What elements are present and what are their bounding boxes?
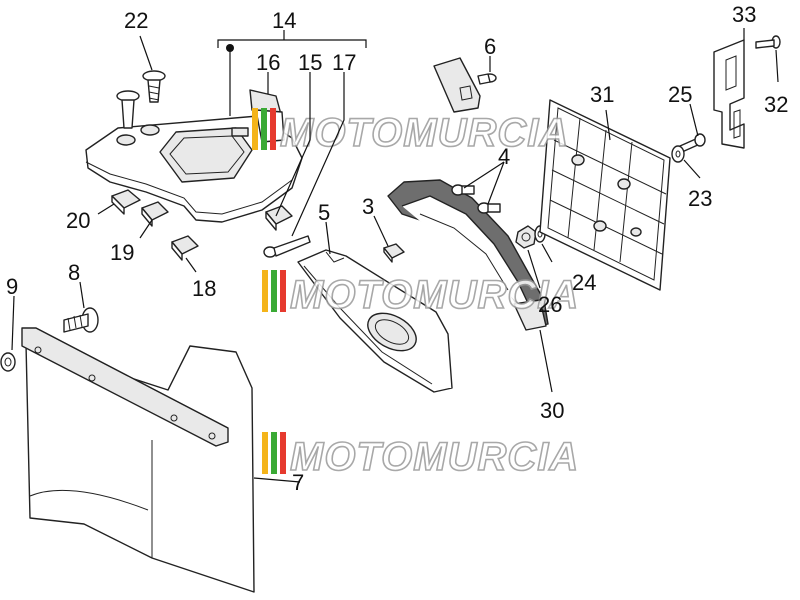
callout-25: 25 (668, 82, 692, 107)
callout-5: 5 (318, 200, 330, 225)
callout-30: 30 (540, 398, 564, 423)
callout-4: 4 (498, 144, 510, 169)
part-23-washer (671, 145, 685, 163)
leader-lines (11, 28, 779, 483)
callout-18: 18 (192, 276, 216, 301)
callout-24: 24 (572, 270, 596, 295)
callout-7: 7 (292, 470, 304, 495)
part-17-pin (263, 235, 311, 258)
callout-14: 14 (272, 8, 296, 33)
watermark-text: MOTOMURCIA (290, 273, 579, 317)
part-6-reflector (433, 57, 497, 113)
callout-19: 19 (110, 240, 134, 265)
part-22-screws (116, 70, 166, 129)
part-19-clip-nut (141, 201, 169, 227)
callout-15: 15 (298, 50, 322, 75)
watermark-text: MOTOMURCIA (290, 435, 579, 479)
callout-6: 6 (484, 34, 496, 59)
callout-33: 33 (732, 2, 756, 27)
callout-labels: 22 14 16 15 17 6 33 31 25 32 4 23 20 19 … (6, 2, 788, 495)
part-26-nut (515, 225, 537, 249)
part-33-bracket (713, 39, 745, 149)
callout-3: 3 (362, 194, 374, 219)
part-18-clip-nut (171, 235, 199, 261)
watermark-text: MOTOMURCIA (280, 111, 569, 155)
callout-20: 20 (66, 208, 90, 233)
part-4-bolts (451, 184, 501, 214)
part-15-clip-nut (265, 205, 293, 231)
part-14-carrier-tray (85, 115, 303, 223)
callout-26: 26 (538, 292, 562, 317)
callout-17: 17 (332, 50, 356, 75)
part-20-clip-nut (111, 189, 141, 215)
watermark: MOTOMURCIA MOTOMURCIA MOTOMURCIA (252, 108, 579, 480)
callout-31: 31 (590, 82, 614, 107)
callout-32: 32 (764, 92, 788, 117)
part-5-housing (297, 249, 453, 393)
callout-8: 8 (68, 260, 80, 285)
part-7-mudflap (21, 327, 255, 593)
callout-22: 22 (124, 8, 148, 33)
part-9-washer (0, 352, 16, 372)
callout-23: 23 (688, 186, 712, 211)
part-25-bolt (679, 133, 706, 153)
callout-9: 9 (6, 274, 18, 299)
callout-16: 16 (256, 50, 280, 75)
part-32-screw (755, 35, 781, 49)
part-30-mudguard-cover (387, 179, 549, 331)
part-8-bolt (63, 307, 99, 333)
part-31-license-plate-holder (539, 99, 671, 291)
part-3-square-nut (383, 243, 405, 263)
